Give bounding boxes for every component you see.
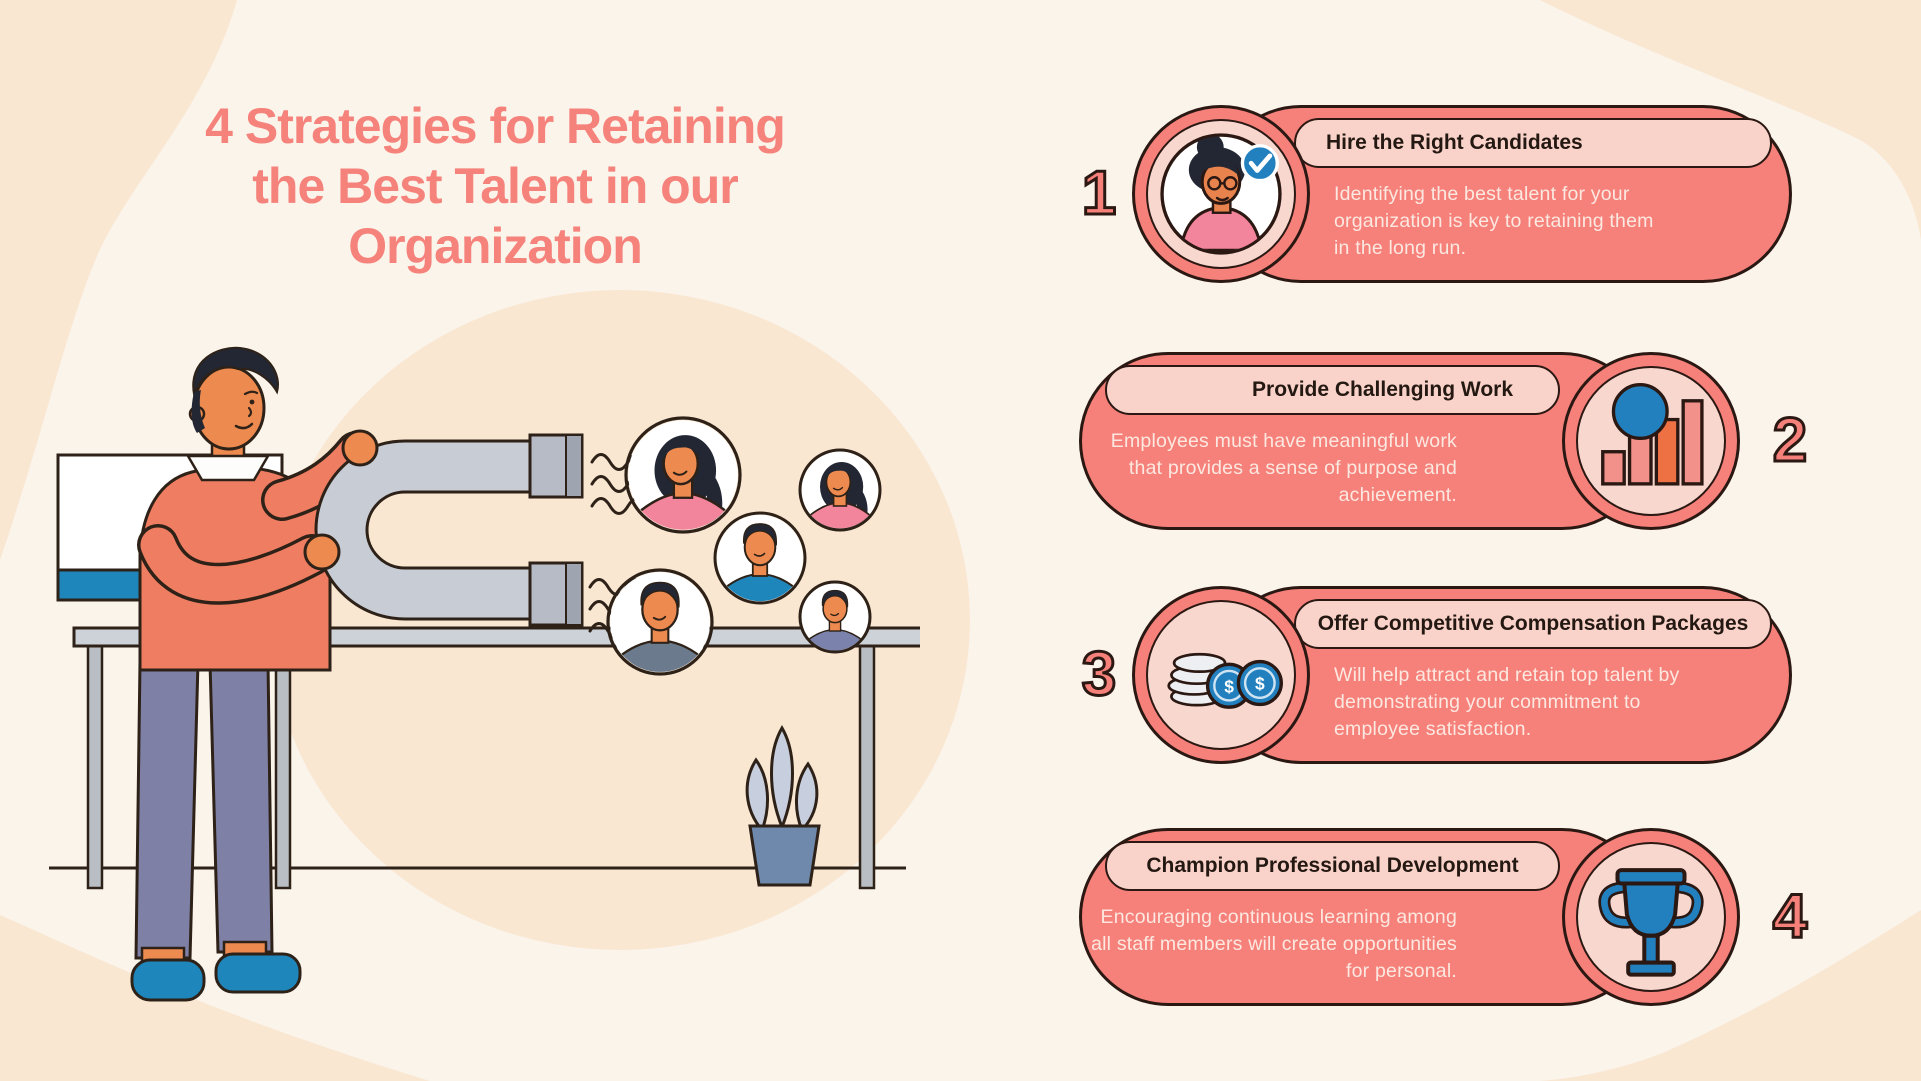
avatar-man-blue [713, 511, 807, 605]
strategy-card-1: 1 Hire the Right Candidates Identifying … [1072, 105, 1832, 283]
woman-candidate-check-icon [1160, 133, 1282, 255]
card-2-number: 2 [1771, 405, 1808, 477]
card-4-title: Champion Professional Development [1105, 841, 1560, 891]
card-3-body: Will help attract and retain top talent … [1334, 664, 1680, 740]
card-4-number: 4 [1771, 881, 1808, 953]
strategy-card-3: 3 Offer Competitive Compensation Package… [1072, 586, 1832, 764]
svg-text:$: $ [1224, 676, 1234, 696]
card-2-title: Provide Challenging Work [1105, 365, 1560, 415]
card-4-icon-circle [1562, 828, 1740, 1006]
card-3-icon-circle: $ $ [1132, 586, 1310, 764]
card-3-number: 3 [1080, 639, 1117, 711]
card-1-body: Identifying the best talent for your org… [1334, 183, 1654, 259]
talent-magnet-illustration [49, 346, 920, 1002]
page-title-line-3: Organization [348, 218, 643, 274]
card-3-title: Offer Competitive Compensation Packages [1294, 599, 1772, 649]
page-title: 4 Strategies for Retaining the Best Tale… [75, 96, 915, 276]
card-2-body: Employees must have meaningful work that… [1110, 430, 1457, 506]
card-4-body: Encouraging continuous learning among al… [1091, 906, 1457, 982]
hair [192, 346, 279, 398]
card-1-number: 1 [1080, 158, 1117, 230]
hand [303, 533, 341, 571]
page-title-line-2: the Best Talent in our [252, 158, 738, 214]
coins-icon: $ $ [1167, 652, 1283, 709]
svg-text:$: $ [1255, 674, 1265, 694]
potted-plant [745, 725, 821, 887]
avatar-man-purple [798, 580, 872, 654]
avatar-woman-large [624, 416, 742, 534]
trophy-icon [1598, 868, 1704, 977]
strategy-card-2: 2 Provide Challenging Work Employees mus… [1072, 352, 1832, 530]
card-1-icon-circle [1132, 105, 1310, 283]
strategy-card-4: 4 Champion Professional Development Enco… [1072, 828, 1832, 1006]
card-2-icon-circle [1562, 352, 1740, 530]
avatar-woman-small [798, 448, 882, 532]
avatar-man-gray [606, 568, 714, 676]
hand [341, 429, 379, 467]
card-1-title: Hire the Right Candidates [1294, 118, 1772, 168]
bar-chart-growth-icon [1601, 383, 1704, 486]
page-title-line-1: 4 Strategies for Retaining [205, 98, 786, 154]
magnet [314, 433, 584, 627]
man-figure [130, 346, 377, 1002]
